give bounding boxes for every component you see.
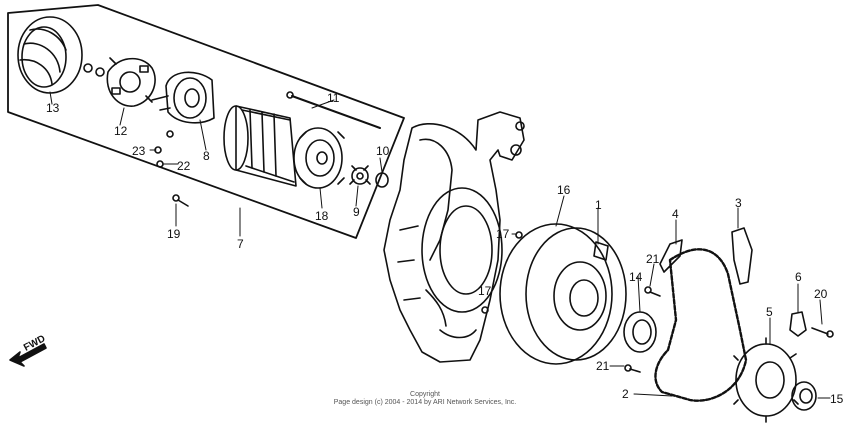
copyright-text: Page design (c) 2004 - 2014 by ARI Netwo… <box>333 399 517 406</box>
part-label-21-upper: 21 <box>646 252 660 266</box>
chain-guide-bracket <box>659 239 683 273</box>
part-label-13: 13 <box>46 101 60 115</box>
sprocket-part <box>733 337 799 423</box>
part-label-17-upper: 17 <box>496 227 510 241</box>
part-label-20: 20 <box>814 287 828 301</box>
bolt-19-part <box>172 194 189 207</box>
dowel-pin-part-lower <box>481 306 489 314</box>
bolt-21-lower-part <box>624 364 641 373</box>
through-bolt-part <box>291 95 381 129</box>
star-gear-part <box>349 165 371 185</box>
part-label-10: 10 <box>376 144 390 158</box>
part-label-1: 1 <box>595 198 602 212</box>
part-label-3: 3 <box>735 196 742 210</box>
bearing-part <box>791 381 817 411</box>
chain-guide-part <box>731 227 753 285</box>
part-label-16: 16 <box>557 183 571 197</box>
drive-chain-part <box>654 248 748 402</box>
part-label-2: 2 <box>622 387 629 401</box>
part-label-11: 11 <box>327 91 340 105</box>
part-label-15: 15 <box>830 392 844 406</box>
part-label-23: 23 <box>132 144 146 158</box>
part-label-19: 19 <box>167 227 181 241</box>
front-bracket-part <box>151 71 215 138</box>
part-label-5: 5 <box>766 305 773 319</box>
part-label-21-lower: 21 <box>596 359 610 373</box>
part-label-6: 6 <box>795 270 802 284</box>
tensioner-part <box>789 311 807 337</box>
brush-holder-part <box>106 57 156 107</box>
copyright-title: Copyright <box>410 391 440 398</box>
part-label-17-lower: 17 <box>478 284 492 298</box>
copyright-notice: Copyright Page design (c) 2004 - 2014 by… <box>300 391 550 407</box>
bolt-21-upper-part <box>644 286 661 297</box>
fwd-arrow <box>9 343 47 367</box>
part-label-7: 7 <box>237 237 244 251</box>
bolt-20-part <box>811 327 834 338</box>
part-label-18: 18 <box>315 209 329 223</box>
part-label-4: 4 <box>672 207 679 221</box>
flywheel-outer-part <box>499 223 613 365</box>
leader-lines <box>49 91 831 399</box>
part-label-14: 14 <box>629 270 643 284</box>
drive-gear-part <box>293 127 345 189</box>
part-label-8: 8 <box>203 149 210 163</box>
part-label-12: 12 <box>114 124 128 138</box>
crankcase-housing <box>383 111 525 363</box>
dowel-pin-part <box>515 231 523 239</box>
part-label-9: 9 <box>353 205 360 219</box>
end-cover-part <box>17 16 105 94</box>
oil-seal-part <box>623 311 657 353</box>
starter-motor-body <box>223 105 297 187</box>
starter-group-outline <box>7 4 405 239</box>
part-label-22: 22 <box>177 159 191 173</box>
circlip-part <box>375 172 389 188</box>
flywheel-part <box>525 227 627 361</box>
